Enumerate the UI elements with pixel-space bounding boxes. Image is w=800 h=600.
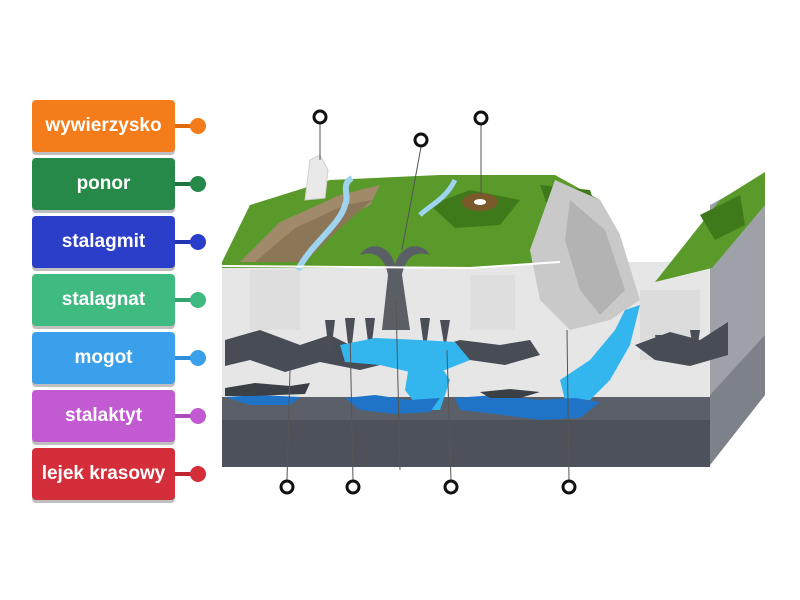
label-text: ponor bbox=[76, 173, 131, 194]
label-text: stalaktyt bbox=[64, 405, 143, 426]
target-circle-bottom-1[interactable] bbox=[279, 479, 295, 495]
label-tile-wywierzysko[interactable]: wywierzysko bbox=[32, 100, 175, 152]
label-text: wywierzysko bbox=[45, 115, 162, 136]
label-text: mogot bbox=[74, 347, 133, 368]
target-circle-bottom-2[interactable] bbox=[345, 479, 361, 495]
target-circle-top-1[interactable] bbox=[312, 109, 328, 125]
karst-block bbox=[221, 154, 765, 467]
label-tile-lejek-krasowy[interactable]: lejek krasowy bbox=[32, 448, 175, 500]
label-tile-stalaktyt[interactable]: stalaktyt bbox=[32, 390, 175, 442]
target-circle-bottom-4[interactable] bbox=[561, 479, 577, 495]
label-tile-stalagnat[interactable]: stalagnat bbox=[32, 274, 175, 326]
label-tile-stalagmit[interactable]: stalagmit bbox=[32, 216, 175, 268]
label-text: stalagnat bbox=[61, 289, 146, 310]
target-circle-top-2[interactable] bbox=[413, 132, 429, 148]
label-text: lejek krasowy bbox=[41, 463, 166, 484]
label-tile-ponor[interactable]: ponor bbox=[32, 158, 175, 210]
target-circle-bottom-3[interactable] bbox=[443, 479, 459, 495]
label-text: stalagmit bbox=[61, 231, 146, 252]
target-markers bbox=[279, 109, 577, 495]
target-circle-top-3[interactable] bbox=[473, 110, 489, 126]
label-tile-mogot[interactable]: mogot bbox=[32, 332, 175, 384]
